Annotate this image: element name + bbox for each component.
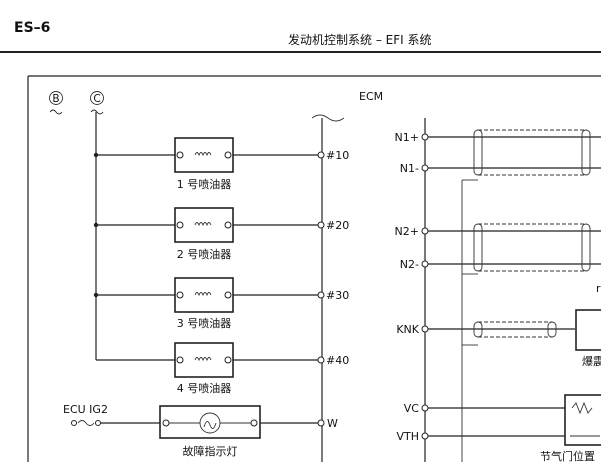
injector-2-label: 2 号喷油器 — [177, 247, 232, 261]
knock-sensor-box — [575, 309, 601, 351]
connector-b: B — [49, 91, 63, 115]
injector-1-label: 1 号喷油器 — [177, 177, 232, 191]
throttle-sensor-label: 节气门位置 — [540, 449, 595, 462]
pin-vc: VC — [404, 402, 420, 415]
knock-sensor-label: 爆震 — [582, 354, 601, 368]
injector-1-pin: #10 — [326, 149, 349, 162]
injector-3-pin: #30 — [326, 289, 349, 302]
page-code: ES–6 — [14, 20, 51, 36]
malfunction-lamp: ECU IG2 故障指示灯 W — [63, 403, 338, 458]
ecu-ig2-label: ECU IG2 — [63, 403, 108, 416]
injector-4-label: 4 号喷油器 — [177, 381, 232, 395]
injector-1: 1 号喷油器 #10 — [93, 137, 349, 191]
connector-c: C — [90, 91, 104, 115]
pin-n1-minus: N1- — [400, 162, 419, 175]
ecm-label: ECM — [359, 90, 383, 103]
shield-n2 — [473, 223, 591, 272]
ecm-break-mark — [311, 114, 345, 122]
malfunction-lamp-pin: W — [327, 417, 338, 430]
connector-c-label: C — [93, 93, 100, 105]
pin-vth: VTH — [396, 430, 419, 443]
shield-n1 — [473, 129, 591, 176]
injector-3: 3 号喷油器 #30 — [93, 277, 349, 330]
injector-2-pin: #20 — [326, 219, 349, 232]
header-rule — [0, 51, 601, 53]
shield-knk — [473, 321, 557, 338]
malfunction-lamp-label: 故障指示灯 — [183, 444, 238, 458]
connector-b-label: B — [52, 93, 59, 105]
pin-knk: KNK — [396, 323, 419, 336]
throttle-sensor-box — [564, 394, 601, 446]
injector-4-pin: #40 — [326, 354, 349, 367]
pin-n1-plus: N1+ — [395, 131, 419, 144]
page-header: 发动机控制系统 – EFI 系统 — [288, 33, 432, 47]
injector-3-label: 3 号喷油器 — [177, 316, 232, 330]
injector-2: 2 号喷油器 #20 — [93, 207, 349, 261]
partial-right-label: r — [596, 282, 601, 295]
pin-n2-minus: N2- — [400, 258, 419, 271]
pin-n2-plus: N2+ — [395, 225, 419, 238]
injector-4: 4 号喷油器 #40 — [96, 342, 349, 395]
